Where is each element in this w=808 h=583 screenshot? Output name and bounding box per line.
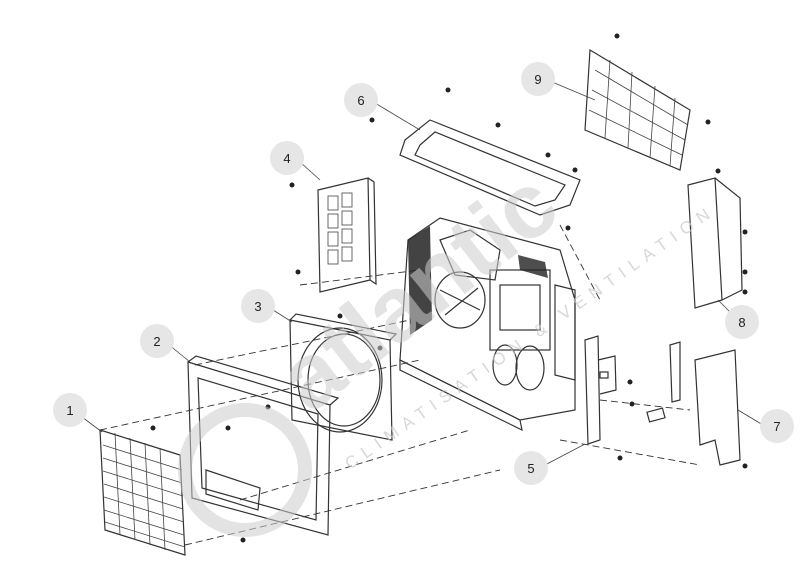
side-grille bbox=[317, 177, 377, 293]
fan-shroud bbox=[289, 313, 398, 441]
callout-8: 8 bbox=[725, 305, 759, 339]
right-cover bbox=[646, 341, 741, 466]
terminal-bracket bbox=[584, 335, 617, 445]
callout-2-label: 2 bbox=[153, 334, 160, 349]
front-grille bbox=[99, 429, 186, 556]
callout-1-label: 1 bbox=[66, 403, 73, 418]
watermark-brand: atlantic bbox=[260, 152, 577, 431]
assembly-guide-lines bbox=[99, 224, 701, 546]
callout-6: 6 bbox=[344, 83, 378, 117]
main-unit bbox=[399, 217, 576, 432]
watermark: atlantic CLIMATISATION & VENTILATION bbox=[178, 152, 719, 537]
callout-9-label: 9 bbox=[534, 72, 541, 87]
callout-6-label: 6 bbox=[357, 93, 364, 108]
rear-guard-grille bbox=[584, 48, 691, 171]
callout-4: 4 bbox=[270, 141, 304, 175]
callout-2: 2 bbox=[140, 324, 174, 358]
callout-7-label: 7 bbox=[773, 419, 780, 434]
callout-4-label: 4 bbox=[283, 151, 290, 166]
top-cover bbox=[399, 119, 581, 216]
callout-7: 7 bbox=[760, 409, 794, 443]
rear-side-panel bbox=[687, 177, 743, 309]
callout-9: 9 bbox=[521, 62, 555, 96]
callout-1: 1 bbox=[53, 393, 87, 427]
callout-5: 5 bbox=[514, 451, 548, 485]
callout-8-label: 8 bbox=[738, 315, 745, 330]
callout-5-label: 5 bbox=[527, 461, 534, 476]
callout-3: 3 bbox=[241, 289, 275, 323]
callout-3-label: 3 bbox=[254, 299, 261, 314]
